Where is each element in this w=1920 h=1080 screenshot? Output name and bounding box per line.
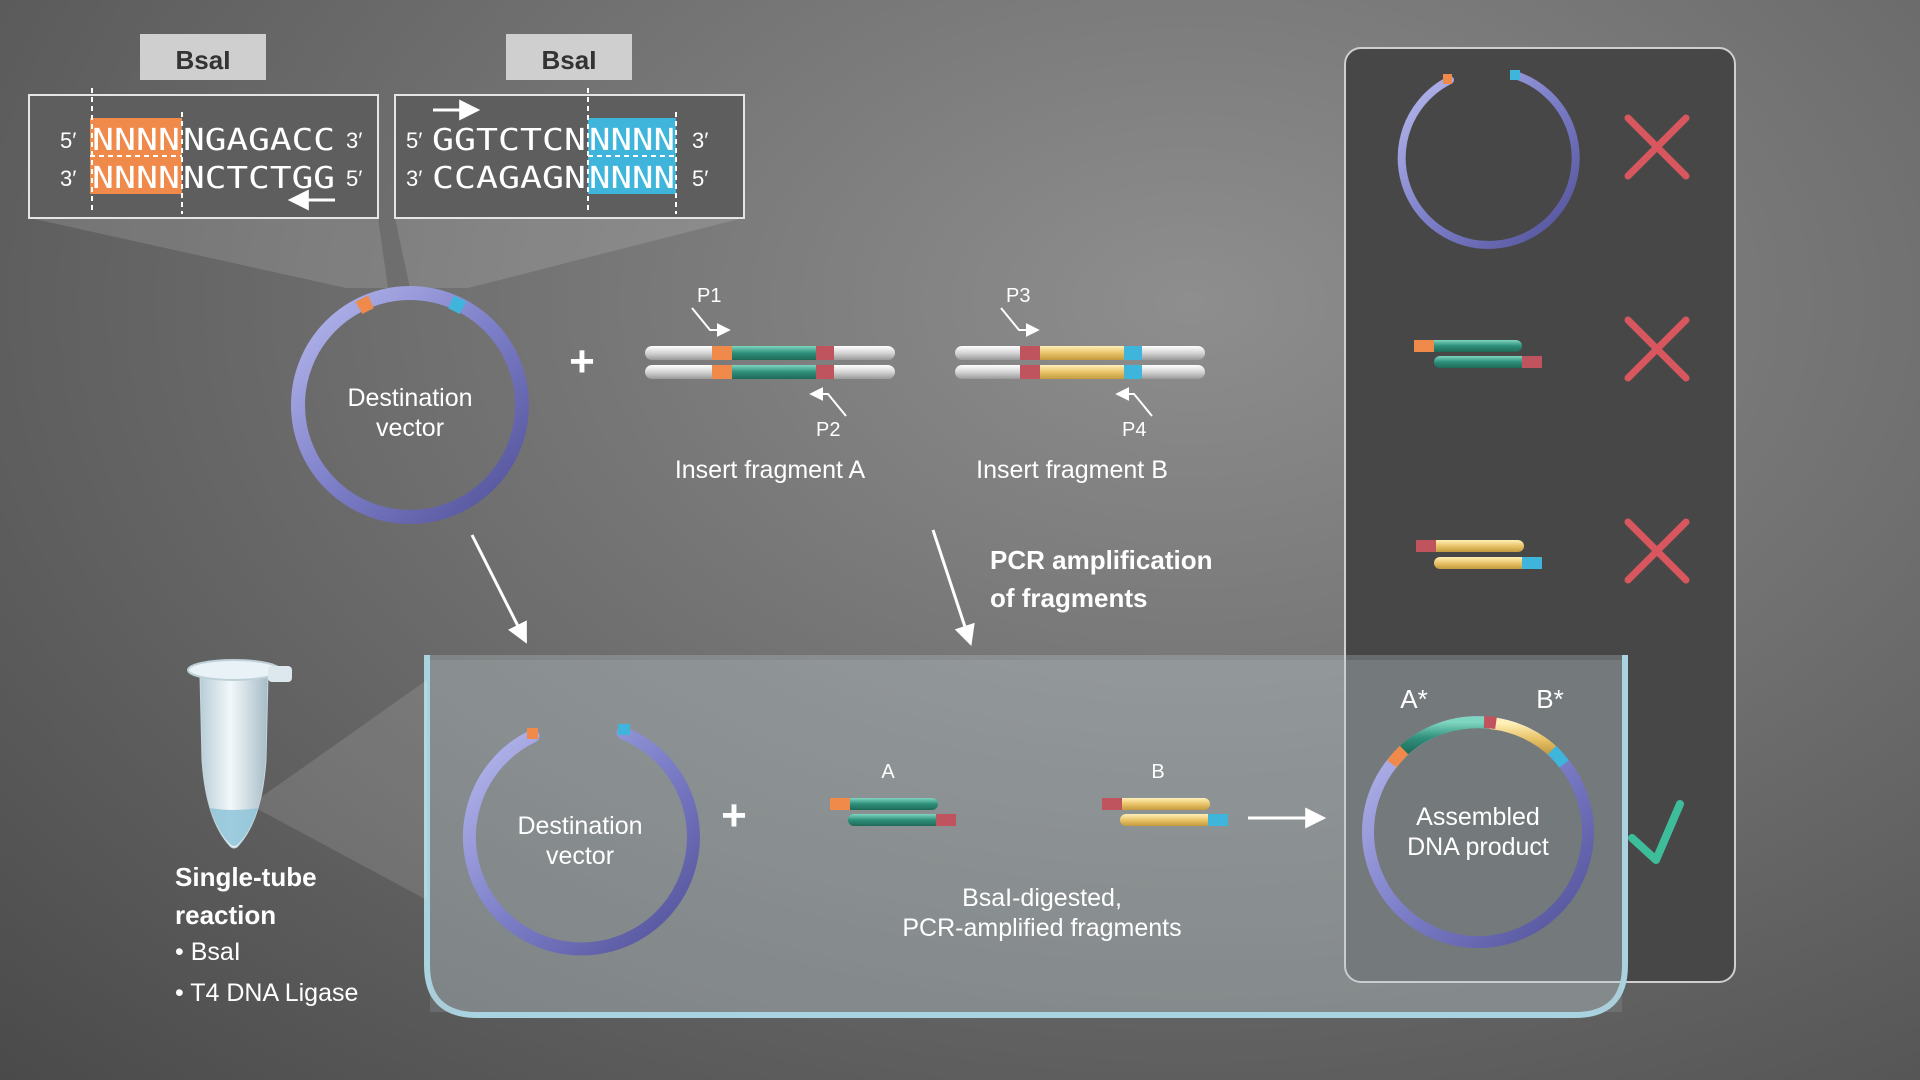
- cross-icon: [1624, 518, 1690, 584]
- cross-icon: [1624, 316, 1690, 382]
- enzyme-label: BsaI: [176, 45, 231, 75]
- outcome-fragment-a: [1414, 340, 1542, 368]
- reaction-title: Single-tube: [175, 862, 317, 892]
- primer-arrow: [1115, 387, 1153, 417]
- segment-label: A*: [1400, 684, 1427, 714]
- primer-label: P3: [1006, 285, 1030, 307]
- overhang-seq: NNNN: [92, 123, 180, 158]
- primer-label: P4: [1122, 419, 1146, 441]
- outcome-panel: [1344, 47, 1736, 983]
- vector-label: vector: [376, 414, 444, 442]
- primer-arrow: [1000, 307, 1040, 337]
- plus-sign: +: [569, 337, 595, 386]
- primer-label: P1: [697, 285, 721, 307]
- assembled-product: Assembled DNA product A* B*: [1362, 684, 1594, 948]
- strand-end: 3′: [60, 166, 76, 191]
- reaction-title: reaction: [175, 900, 276, 930]
- plus-sign: +: [721, 791, 747, 840]
- digested-vector: Destination vector: [462, 724, 700, 956]
- overhang-seq: NNNN: [589, 161, 675, 196]
- digested-fragment-a: A: [830, 761, 956, 826]
- pcr-label: PCR amplification: [990, 545, 1212, 575]
- site-seq: NCTCTGG: [183, 161, 335, 196]
- primer-arrow: [691, 307, 731, 337]
- fragment-label: Insert fragment B: [976, 456, 1168, 484]
- reaction-tray: [424, 655, 1628, 1018]
- tube-icon: [187, 659, 292, 849]
- vector-label: Destination: [517, 812, 642, 840]
- zoom-cone-left: [30, 218, 388, 288]
- site-seq: CCAGAGN: [432, 161, 586, 196]
- strand-end: 5′: [692, 166, 708, 191]
- reaction-item: • T4 DNA Ligase: [175, 979, 358, 1007]
- strand-end: 3′: [406, 166, 422, 191]
- cross-icon: [1624, 114, 1690, 180]
- vector-label: vector: [546, 842, 614, 870]
- strand-end: 5′: [60, 128, 76, 153]
- product-label: DNA product: [1407, 833, 1549, 861]
- pcr-label: of fragments: [990, 583, 1147, 613]
- check-icon: [1628, 800, 1684, 864]
- outcome-fragment-b: [1416, 540, 1542, 569]
- destination-vector: Destination vector: [291, 286, 529, 524]
- fragment-label: Insert fragment A: [675, 456, 866, 484]
- overhang-seq: NNNN: [589, 123, 675, 158]
- enzyme-label: BsaI: [542, 45, 597, 75]
- strand-end: 5′: [346, 166, 362, 191]
- strand-end: 5′: [406, 128, 422, 153]
- zoom-cone-tube: [250, 680, 427, 900]
- segment-label: B*: [1536, 684, 1563, 714]
- digested-label: PCR-amplified fragments: [902, 914, 1181, 942]
- insert-fragment-a: P1 P2 Insert fragment A: [645, 285, 895, 484]
- outcome-open-vector: [1397, 70, 1580, 249]
- zoom-cone-right: [395, 218, 743, 288]
- flow-arrow: [470, 534, 527, 644]
- site-seq: GGTCTCN: [432, 123, 586, 158]
- site-seq: NGAGACC: [183, 123, 335, 158]
- overhang-seq: NNNN: [92, 161, 180, 196]
- tray-fill: [430, 660, 1622, 1012]
- digested-fragment-b: B: [1102, 761, 1228, 826]
- strand-end: 3′: [346, 128, 362, 153]
- digested-label: BsaI-digested,: [962, 884, 1122, 912]
- fragment-letter: A: [881, 761, 895, 783]
- reaction-item: • BsaI: [175, 938, 241, 966]
- product-label: Assembled: [1416, 803, 1540, 831]
- primer-label: P2: [816, 419, 840, 441]
- insert-fragment-b: P3 P4 Insert fragment B: [955, 285, 1205, 484]
- bsai-site-right: BsaI 5′ GGTCTCN NNNN 3′ 3′ CCAGAGN NNNN …: [394, 34, 745, 219]
- flow-arrow: [931, 529, 975, 646]
- fragment-letter: B: [1151, 761, 1164, 783]
- primer-arrow: [809, 387, 847, 417]
- strand-end: 3′: [692, 128, 708, 153]
- bsai-site-left: BsaI 5′ NNNN NGAGACC 3′ 3′ NNNN NCTCTGG …: [28, 34, 379, 219]
- vector-label: Destination: [347, 384, 472, 412]
